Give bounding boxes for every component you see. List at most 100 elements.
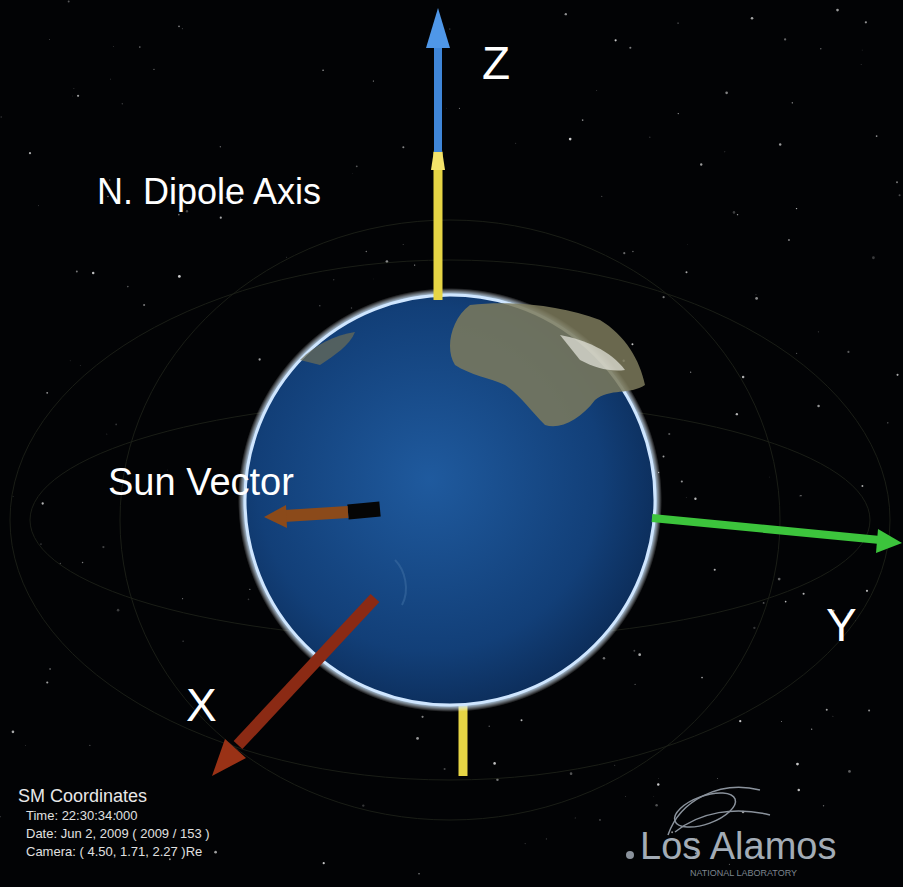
star — [352, 173, 354, 175]
axis-label: N. Dipole Axis — [97, 172, 321, 212]
sun-vector-arrowhead — [264, 505, 287, 528]
star — [109, 78, 111, 80]
earth-glow — [238, 288, 662, 712]
star — [12, 731, 15, 734]
axis-label: Y — [826, 600, 857, 651]
star — [897, 374, 899, 376]
star — [546, 838, 547, 839]
star — [717, 777, 719, 779]
star — [633, 650, 635, 652]
star — [625, 795, 627, 797]
star — [800, 495, 801, 496]
star — [322, 70, 323, 71]
star — [319, 305, 320, 306]
info-line: Camera: ( 4.50, 1.71, 2.27 )Re — [26, 845, 202, 859]
star — [681, 480, 683, 482]
star — [521, 719, 523, 721]
star — [582, 119, 584, 121]
star — [525, 843, 526, 844]
star — [876, 135, 878, 137]
star — [663, 296, 665, 298]
star — [817, 405, 819, 407]
star — [896, 181, 898, 183]
star — [416, 737, 419, 740]
star — [286, 256, 288, 258]
star — [82, 562, 83, 563]
star — [796, 208, 797, 209]
star — [657, 783, 659, 785]
star — [836, 9, 839, 12]
star — [459, 108, 460, 109]
star — [178, 214, 180, 216]
star — [899, 194, 901, 196]
grid-lines — [10, 220, 890, 820]
star — [686, 243, 688, 245]
star — [668, 433, 670, 435]
star — [742, 376, 745, 379]
y-axis — [652, 518, 880, 540]
star — [72, 95, 74, 97]
star — [724, 151, 726, 153]
z-axis — [434, 45, 442, 152]
star — [638, 653, 641, 656]
star — [366, 251, 367, 252]
star — [220, 217, 222, 219]
star — [865, 21, 867, 23]
star — [214, 851, 217, 854]
star — [701, 677, 703, 679]
star — [373, 80, 374, 81]
star — [444, 768, 446, 770]
star — [25, 745, 27, 747]
axis-label: Z — [482, 38, 510, 89]
star — [248, 599, 250, 601]
star — [0, 116, 1, 117]
sun-vector — [284, 512, 348, 516]
star — [182, 641, 183, 642]
x-arrowhead — [212, 739, 246, 776]
star — [823, 805, 824, 806]
star — [414, 265, 415, 266]
star — [725, 92, 728, 95]
star — [599, 819, 601, 821]
star — [182, 598, 183, 599]
star — [402, 244, 404, 246]
info-line: Time: 22:30:34.000 — [26, 809, 138, 823]
star — [678, 113, 679, 114]
star — [769, 476, 771, 478]
star — [488, 725, 490, 727]
star — [515, 143, 516, 144]
star — [832, 715, 834, 717]
star — [68, 0, 70, 2]
star — [79, 365, 81, 367]
z-arrowhead — [426, 8, 450, 48]
star — [76, 270, 78, 272]
star — [690, 372, 691, 373]
star — [614, 764, 616, 766]
star — [49, 38, 51, 40]
star — [860, 63, 862, 65]
star — [796, 353, 797, 354]
star — [574, 817, 576, 819]
vector-label: Sun Vector — [108, 462, 294, 504]
sun-vector-base — [348, 509, 380, 512]
star — [356, 165, 358, 167]
star — [847, 351, 849, 353]
star — [153, 69, 154, 70]
star — [631, 343, 633, 345]
star — [861, 485, 863, 487]
star — [685, 496, 687, 498]
star — [12, 496, 14, 498]
logo-dot — [626, 851, 634, 859]
star — [788, 239, 790, 241]
star — [46, 392, 48, 394]
star — [418, 873, 420, 875]
star — [792, 102, 793, 103]
star — [634, 684, 635, 685]
star — [686, 271, 688, 273]
star — [779, 143, 781, 145]
star — [796, 763, 799, 766]
star — [46, 681, 48, 683]
star — [446, 107, 448, 109]
